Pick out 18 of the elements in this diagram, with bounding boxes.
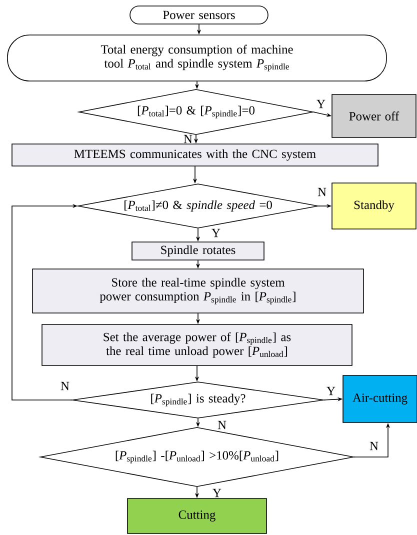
edge-label: N [369, 441, 379, 451]
edge-label: Y [211, 228, 221, 238]
edge-label: Y [326, 386, 336, 396]
edge-label: Y [316, 99, 326, 109]
state-box: Standby [332, 182, 416, 230]
state-box: Power off [332, 94, 416, 138]
edge-label: N [217, 420, 227, 430]
data-box: Total energy consumption of machine tool P$_{total}$ and spindle system P$_{spindle}$ [7, 34, 387, 82]
edge-label: Y [212, 488, 222, 498]
edge-label: N [183, 134, 193, 144]
process-box: Store the real-time spindle system power consumption P$_{spindle}$ in [P$_{spindle}$] [32, 268, 364, 314]
process-box: Set the average power of [P$_{spindle}$] as the real time unload power [P$_{unload}$] [42, 324, 352, 366]
process-box: Spindle rotates [132, 242, 264, 260]
edge-label: N [60, 381, 70, 391]
end-box: Cutting [127, 498, 267, 534]
state-box: Air-cutting [342, 375, 417, 423]
start-terminal: Power sensors [130, 6, 268, 24]
process-box: MTEEMS communicates with the CNC system [12, 144, 378, 166]
